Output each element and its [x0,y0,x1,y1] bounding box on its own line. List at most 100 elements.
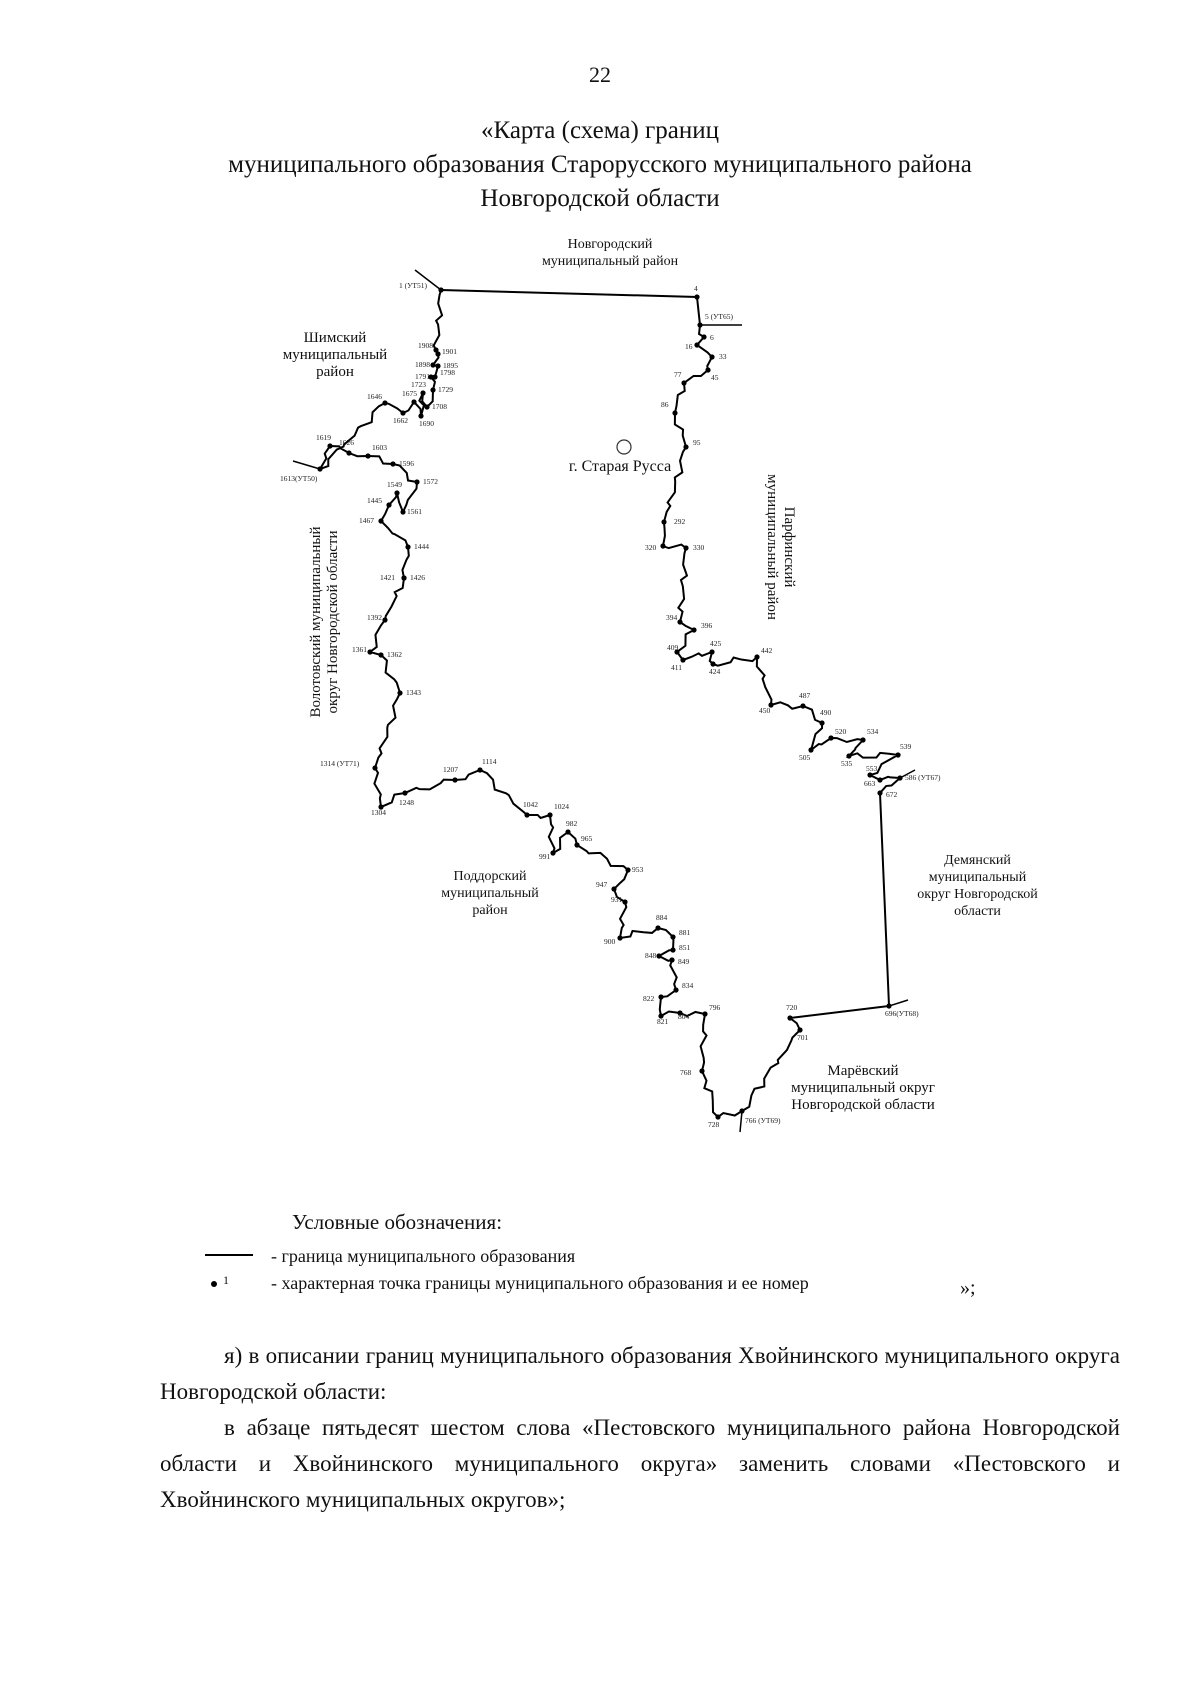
boundary-point-marker [709,354,715,360]
boundary-point-label: 1662 [393,416,408,425]
legend-line-sample [205,1254,253,1256]
boundary-point-label: 965 [581,834,593,843]
boundary-point-label: 1613(УТ50) [280,474,318,483]
boundary-point-label: 796 [709,1003,721,1012]
boundary-point-label: 45 [711,373,719,382]
adjacent-boundary-tick [888,999,909,1007]
legend-point-icon [211,1281,217,1287]
title-line-1: «Карта (схема) границ [480,117,720,144]
boundary-point-label: 849 [678,957,690,966]
boundary-point-label: 1729 [438,385,453,394]
boundary-point-marker [860,737,866,743]
boundary-point-marker [547,812,553,818]
boundary-point-marker [435,363,441,369]
boundary-point-label: 1304 [371,808,386,817]
region-label-poddorsky: Поддорский муниципальный район [441,869,539,918]
region-label-demyansky: Демянский муниципальный округ Новгородск… [917,853,1038,919]
boundary-point-label: 1421 [380,573,395,582]
boundary-point-marker [895,752,901,758]
boundary-point-marker [378,652,384,658]
boundary-point-label: 534 [867,727,879,736]
boundary-point-label: 1549 [387,480,402,489]
boundary-point-marker [378,804,384,810]
city-label: г. Старая Русса [568,458,672,475]
boundary-point-marker [828,735,834,741]
boundary-point-marker [346,450,352,456]
boundary-point-marker [382,617,388,623]
boundary-point-marker [670,934,676,940]
boundary-point-label: 320 [645,543,657,552]
boundary-point-marker [411,399,417,405]
boundary-point-marker [670,947,676,953]
boundary-point-label: 696(УТ68) [885,1009,919,1018]
boundary-point-label: 1042 [523,800,538,809]
boundary-point-label: 1362 [387,650,402,659]
boundary-point-marker [702,1011,708,1017]
boundary-point-label: 1445 [367,496,382,505]
boundary-point-marker [705,367,711,373]
boundary-point-marker [655,925,661,931]
boundary-point-marker [400,410,406,416]
boundary-point-label: 1444 [414,542,429,551]
boundary-point-label: 834 [682,981,694,990]
boundary-point-label: 768 [680,1068,692,1077]
boundary-point-label: 991 [539,852,551,861]
boundary-point-marker [658,1013,664,1019]
boundary-point-label: 424 [709,667,721,676]
boundary-point-marker [401,575,407,581]
boundary-point-label: 6 [710,333,714,342]
boundary-point-marker [622,899,628,905]
boundary-point-label: 1 (УТ51) [399,281,428,290]
paragraph-1: я) в описании границ муниципального обра… [160,1343,1120,1404]
boundary-point-marker [477,767,483,773]
boundary-point-label: 1207 [443,765,458,774]
boundary-point-marker [669,957,675,963]
boundary-point-label: 1392 [367,613,382,622]
boundary-point-marker [681,380,687,386]
region-label-novgorodsky: Новгородский муниципальный район [541,237,679,269]
boundary-point-label: 553 [866,764,878,773]
boundary-point-label: 86 [661,400,669,409]
boundary-point-label: 1798 [440,368,455,377]
boundary-point-label: 77 [674,370,682,379]
boundary-point-marker [390,461,396,467]
boundary-point-label: 953 [632,865,644,874]
boundary-point-label: 5 (УТ65) [705,312,734,321]
boundary-point-label: 982 [566,819,578,828]
boundary-point-label: 672 [886,790,898,799]
boundary-point-marker [800,703,806,709]
boundary-point-marker [452,777,458,783]
boundary-point-marker [617,935,623,941]
boundary-point-marker [435,351,441,357]
boundary-point-label: 1343 [406,688,421,697]
boundary-point-marker [397,690,403,696]
boundary-point-label: 487 [799,691,811,700]
boundary-point-label: 1723 [411,380,426,389]
boundary-point-label: 586 (УТ67) [905,773,941,782]
boundary-point-label: 411 [671,663,682,672]
boundary-point-marker [317,466,323,472]
boundary-point-label: 95 [693,438,701,447]
boundary-point-label: 804 [678,1012,690,1021]
boundary-point-marker [683,444,689,450]
boundary-point-label: 1596 [399,459,414,468]
adjacent-boundary-tick [899,769,916,779]
boundary-point-label: 1114 [482,757,497,766]
boundary-point-marker [677,1010,683,1016]
boundary-point-marker [365,453,371,459]
boundary-point-marker [402,790,408,796]
legend-title: Условные обозначения: [292,1210,503,1234]
boundary-point-label: 450 [759,706,771,715]
boundary-point-marker [886,1003,892,1009]
legend-closing: »; [960,1277,976,1299]
city-marker-icon [616,439,632,455]
boundary-point-marker [430,387,436,393]
boundary-point-label: 33 [719,352,727,361]
boundary-point-marker [694,294,700,300]
boundary-point-label: 1467 [359,516,374,525]
boundary-point-label: 1572 [423,477,438,486]
boundary-point-label: 490 [820,708,832,717]
boundary-point-marker [438,287,444,293]
boundary-point-label: 848 [645,951,657,960]
